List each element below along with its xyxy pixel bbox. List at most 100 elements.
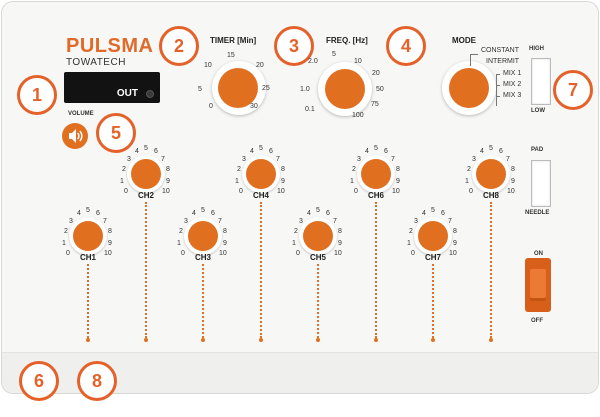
callout-badge-6: 6 xyxy=(19,361,59,401)
channel-scale-mark: 7 xyxy=(276,156,280,163)
channel-scale-mark: 7 xyxy=(333,218,337,225)
channel-knob-5[interactable] xyxy=(303,221,333,251)
channel-scale-mark: 9 xyxy=(511,178,515,185)
channel-lead-line xyxy=(260,202,262,338)
mode-option-mix1: MIX 1 xyxy=(503,70,522,77)
channel-label-2: CH2 xyxy=(138,191,155,200)
channel-scale-mark: 4 xyxy=(135,148,139,155)
channel-scale-mark: 7 xyxy=(391,156,395,163)
channel-scale-mark: 5 xyxy=(316,207,320,214)
channel-scale-mark: 2 xyxy=(409,228,413,235)
channel-scale-mark: 3 xyxy=(184,218,188,225)
channel-scale-mark: 8 xyxy=(453,228,457,235)
channel-scale-mark: 5 xyxy=(489,145,493,152)
channel-scale-mark: 4 xyxy=(422,210,426,217)
channel-scale-mark: 10 xyxy=(507,188,515,195)
freq-scale-50: 50 xyxy=(376,86,384,93)
channel-scale-mark: 1 xyxy=(292,240,296,247)
intensity-low-label: LOW xyxy=(531,108,545,114)
freq-scale-75: 75 xyxy=(371,101,379,108)
volume-label: VOLUME xyxy=(68,111,94,117)
channel-scale-mark: 10 xyxy=(449,250,457,257)
channel-lead-end xyxy=(259,338,263,342)
output-type-switch[interactable] xyxy=(531,160,551,207)
channel-scale-mark: 7 xyxy=(161,156,165,163)
channel-scale-mark: 1 xyxy=(177,240,181,247)
channel-knob-6[interactable] xyxy=(361,159,391,189)
channel-knob-7[interactable] xyxy=(418,221,448,251)
intensity-switch[interactable] xyxy=(531,58,551,105)
freq-label: FREQ. [Hz] xyxy=(326,36,368,45)
channel-lead-end xyxy=(316,338,320,342)
out-indicator-led xyxy=(146,90,154,98)
channel-scale-mark: 1 xyxy=(62,240,66,247)
mode-connector xyxy=(496,85,500,86)
channel-scale-mark: 0 xyxy=(239,188,243,195)
output-display: OUT xyxy=(64,72,160,103)
timer-scale-15: 15 xyxy=(227,52,235,59)
channel-lead-end xyxy=(86,338,90,342)
channel-label-3: CH3 xyxy=(195,253,212,262)
freq-scale-100: 100 xyxy=(352,112,364,119)
mode-knob[interactable] xyxy=(449,68,489,108)
mode-connector xyxy=(470,54,471,66)
channel-scale-mark: 1 xyxy=(235,178,239,185)
timer-knob[interactable] xyxy=(218,68,258,108)
mode-option-constant: CONSTANT xyxy=(481,47,519,54)
power-switch[interactable] xyxy=(525,258,551,312)
channel-scale-mark: 0 xyxy=(124,188,128,195)
channel-lead-line xyxy=(375,202,377,338)
channel-knob-2[interactable] xyxy=(131,159,161,189)
channel-scale-mark: 5 xyxy=(144,145,148,152)
channel-scale-mark: 2 xyxy=(352,166,356,173)
mode-option-intermit: INTERMIT xyxy=(486,58,520,65)
channel-scale-mark: 2 xyxy=(467,166,471,173)
mode-connector xyxy=(470,54,478,55)
channel-scale-mark: 9 xyxy=(281,178,285,185)
channel-scale-mark: 2 xyxy=(179,228,183,235)
channel-scale-mark: 6 xyxy=(211,210,215,217)
channel-scale-mark: 3 xyxy=(127,156,131,163)
channel-scale-mark: 8 xyxy=(166,166,170,173)
channel-scale-mark: 0 xyxy=(181,250,185,257)
channel-knob-4[interactable] xyxy=(246,159,276,189)
channel-scale-mark: 6 xyxy=(499,148,503,155)
channel-lead-end xyxy=(201,338,205,342)
callout-badge-1: 1 xyxy=(17,75,57,115)
channel-scale-mark: 9 xyxy=(338,240,342,247)
channel-scale-mark: 10 xyxy=(334,250,342,257)
channel-knob-3[interactable] xyxy=(188,221,218,251)
channel-knob-1[interactable] xyxy=(73,221,103,251)
speaker-icon xyxy=(69,129,83,143)
freq-scale-20: 20 xyxy=(372,70,380,77)
channel-scale-mark: 2 xyxy=(237,166,241,173)
timer-scale-20: 20 xyxy=(256,62,264,69)
channel-scale-mark: 10 xyxy=(104,250,112,257)
timer-scale-5: 5 xyxy=(198,86,202,93)
brand-name: PULSMA xyxy=(66,35,154,57)
timer-scale-10: 10 xyxy=(204,62,212,69)
mode-option-mix3: MIX 3 xyxy=(503,92,522,99)
channel-scale-mark: 5 xyxy=(259,145,263,152)
channel-scale-mark: 1 xyxy=(465,178,469,185)
channel-knob-8[interactable] xyxy=(476,159,506,189)
channel-scale-mark: 6 xyxy=(326,210,330,217)
channel-scale-mark: 0 xyxy=(469,188,473,195)
channel-label-8: CH8 xyxy=(483,191,500,200)
channel-lead-end xyxy=(489,338,493,342)
channel-scale-mark: 8 xyxy=(511,166,515,173)
timer-scale-30: 30 xyxy=(250,103,258,110)
freq-knob[interactable] xyxy=(325,69,365,109)
channel-lead-end xyxy=(431,338,435,342)
channel-label-4: CH4 xyxy=(253,191,270,200)
channel-lead-line xyxy=(490,202,492,338)
channel-scale-mark: 2 xyxy=(294,228,298,235)
channel-scale-mark: 0 xyxy=(354,188,358,195)
power-on-label: ON xyxy=(534,251,543,257)
volume-button[interactable] xyxy=(62,123,88,149)
mode-connector xyxy=(496,74,497,106)
channel-scale-mark: 10 xyxy=(162,188,170,195)
channel-scale-mark: 4 xyxy=(250,148,254,155)
mode-label: MODE xyxy=(452,36,476,45)
channel-scale-mark: 5 xyxy=(374,145,378,152)
